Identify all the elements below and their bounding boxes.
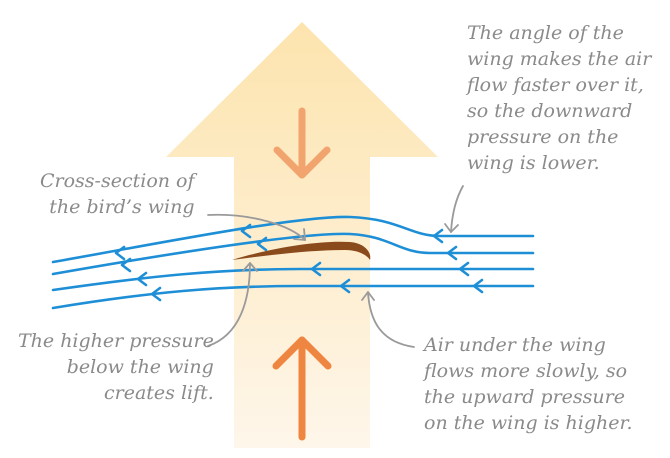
annotation-cross-section: Cross-section of the bird’s wing bbox=[40, 170, 195, 218]
left-chevron-icon bbox=[136, 271, 148, 287]
airflow-line bbox=[51, 267, 535, 292]
left-chevron-icon bbox=[458, 261, 470, 277]
left-chevron-icon bbox=[150, 286, 162, 302]
left-chevron-icon bbox=[310, 261, 322, 277]
wing-cross-section bbox=[232, 241, 371, 260]
leader-line-angle bbox=[450, 185, 464, 233]
left-chevron-icon bbox=[114, 245, 126, 261]
leader-arrowhead-icon bbox=[242, 262, 258, 272]
upward-pressure-arrow-icon bbox=[272, 336, 332, 441]
leader-arrowhead-icon bbox=[293, 228, 306, 241]
left-chevron-icon bbox=[256, 236, 268, 252]
left-chevron-icon bbox=[472, 278, 484, 294]
leader-line-cross-section bbox=[207, 213, 306, 241]
leader-line-higher-pressure bbox=[207, 262, 251, 347]
leader-arrowhead-icon bbox=[361, 291, 375, 301]
left-chevron-icon bbox=[240, 223, 252, 239]
airflow-line bbox=[51, 284, 535, 310]
annotation-higher-pressure: The higher pressure below the wing creat… bbox=[18, 330, 214, 404]
left-chevron-icon bbox=[339, 278, 351, 294]
annotation-air-under: Air under the wing flows more slowly, so… bbox=[424, 334, 633, 434]
left-chevron-icon bbox=[446, 245, 458, 261]
annotation-angle: The angle of the wing makes the air flow… bbox=[467, 22, 652, 174]
downward-pressure-arrow-icon bbox=[273, 107, 331, 179]
airflow-line bbox=[51, 232, 535, 276]
left-chevron-icon bbox=[432, 228, 444, 244]
lift-arrow bbox=[166, 22, 438, 448]
left-chevron-icon bbox=[120, 257, 132, 273]
leader-arrowhead-icon bbox=[444, 223, 459, 233]
airflow-line bbox=[51, 215, 535, 264]
leader-line-air-under bbox=[367, 292, 415, 348]
